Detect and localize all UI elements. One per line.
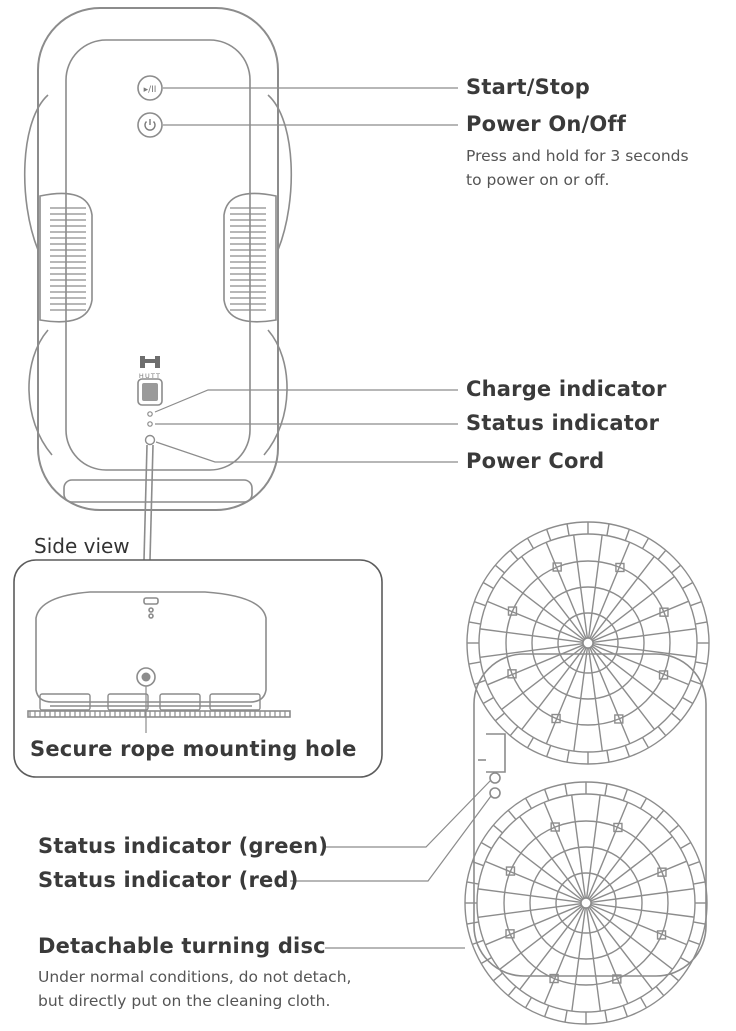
robot-bottom-view — [473, 653, 707, 977]
side-view-frame — [13, 559, 383, 778]
callout-lines-top — [154, 87, 458, 463]
robot-body-outline — [37, 7, 279, 511]
turning-disc-top — [466, 521, 710, 765]
status-indicator-led — [147, 421, 153, 427]
play-pause-icon: ▸/II — [144, 85, 157, 95]
label-power-desc-2: to power on or off. — [466, 171, 610, 189]
charge-indicator-led — [147, 411, 153, 417]
power-cord — [143, 444, 154, 561]
power-button[interactable] — [137, 112, 163, 138]
power-cord-port — [144, 434, 156, 446]
label-disc: Detachable turning disc — [38, 934, 326, 958]
start-stop-button[interactable]: ▸/II — [137, 75, 163, 101]
label-status-red: Status indicator (red) — [38, 868, 299, 892]
robot-inner-panel — [65, 39, 251, 471]
status-led-red — [489, 787, 501, 799]
callout-lines-bottom — [290, 779, 492, 949]
label-disc-desc-1: Under normal conditions, do not detach, — [38, 968, 352, 986]
label-start-stop: Start/Stop — [466, 75, 591, 99]
label-power-desc-1: Press and hold for 3 seconds — [466, 147, 689, 165]
label-side-view: Side view — [34, 534, 130, 558]
robot-top-view — [23, 7, 293, 511]
label-power-cord: Power Cord — [466, 449, 605, 473]
sensor-window — [137, 378, 163, 406]
power-icon — [144, 119, 156, 131]
robot-side-view — [27, 591, 291, 733]
left-grip — [39, 192, 93, 323]
label-rope-hole: Secure rope mounting hole — [30, 737, 357, 761]
label-status-green: Status indicator (green) — [38, 834, 329, 858]
label-power-onoff: Power On/Off — [466, 112, 627, 136]
brand-text: HUTT — [139, 372, 161, 380]
brand-logo: HUTT — [139, 356, 161, 380]
label-disc-desc-2: but directly put on the cleaning cloth. — [38, 992, 331, 1010]
label-status-indicator: Status indicator — [466, 411, 660, 435]
label-charge-indicator: Charge indicator — [466, 377, 667, 401]
sensor-window-inner — [142, 383, 158, 401]
turning-disc-bottom — [464, 781, 708, 1025]
status-led-green — [489, 772, 501, 784]
right-grip — [223, 192, 277, 323]
